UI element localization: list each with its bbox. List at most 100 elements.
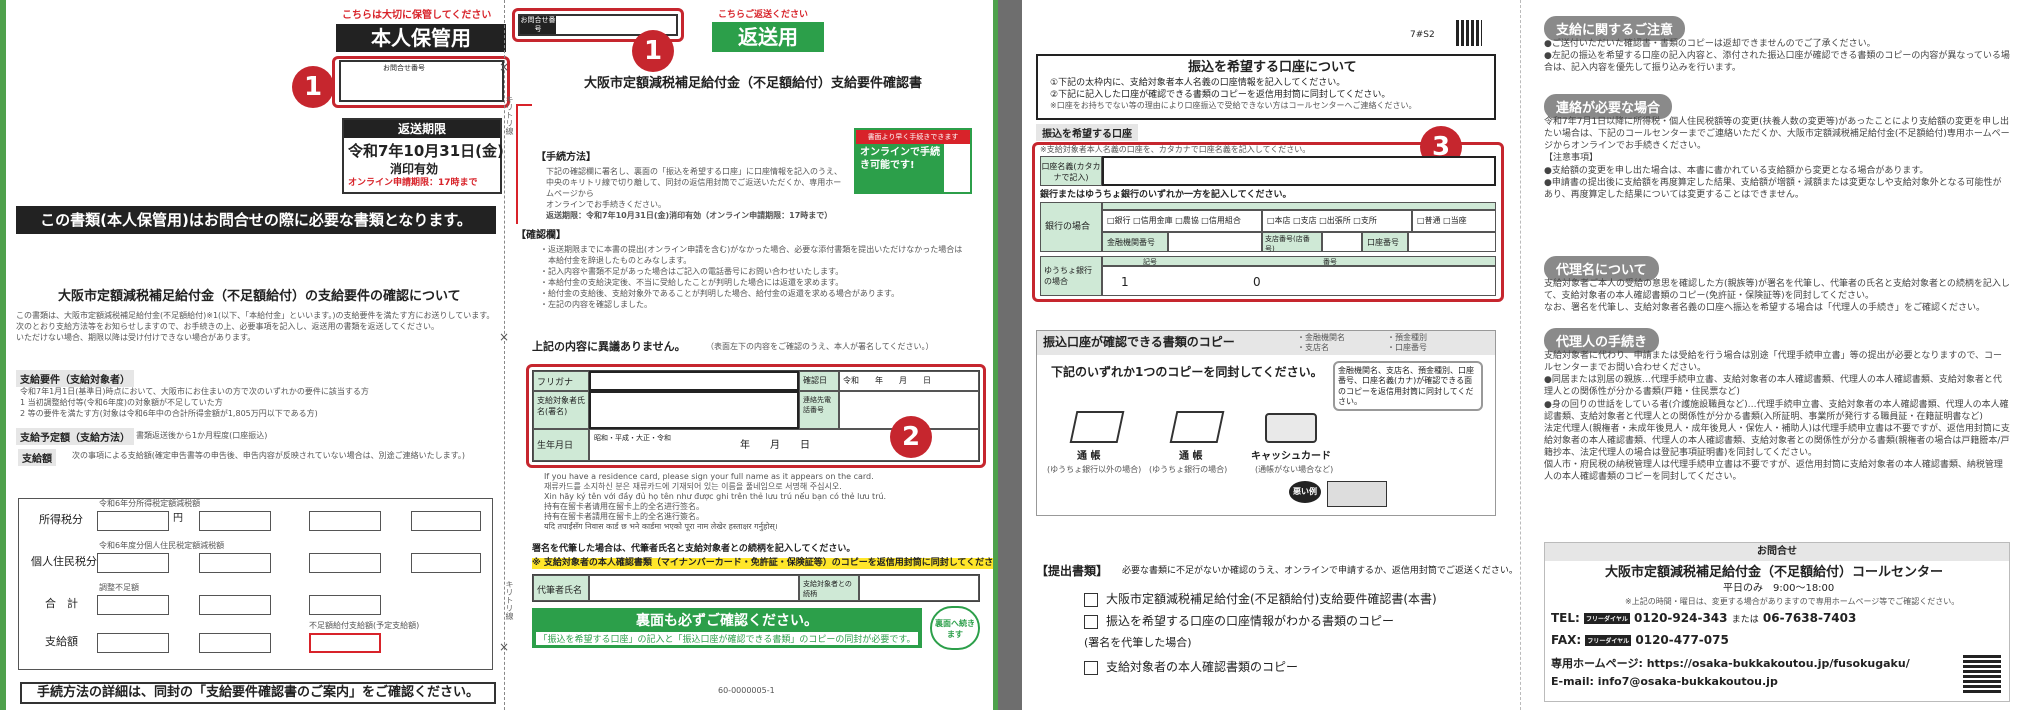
branch-code-input[interactable] [1322,232,1362,252]
bad-example-image [1327,481,1387,507]
calc-row-note-3: 調整不足額 [99,583,139,592]
account-note: ※支給対象者本人名義の口座を、カタカナで口座名義を記入してください。 [1040,145,1311,154]
tel-value-2[interactable]: 06-7638-7403 [1762,611,1857,625]
deposit-types[interactable]: □普通 □当座 [1412,210,1496,232]
inquiry-box-2: お問合せ番号 [518,14,678,36]
tel-or: または [1731,615,1759,625]
proxy-relation-label: 支給対象者との続柄 [799,575,859,601]
side-1-line-1: ●ご送付いただいた確認書・書類のコピーは返却できませんのでご了承ください。 [1544,39,1876,49]
side-4-line-5: 個人市・府民税の納税管理人は代理手続申立書は不要ですが、返信用封筒に支給対象者の… [1544,460,2003,483]
payment-text: 次の事項による支給額(確定申告書等の申告後、申告内容が反映されていない場合は、別… [72,451,465,460]
calc-cell [411,553,481,573]
passbook-icon [1069,411,1125,443]
contact-qr-icon[interactable] [1963,655,2001,693]
date-input[interactable]: 令和 年 月 日 [839,371,979,391]
bank-types[interactable]: □銀行 □信用金庫 □農協 □信用組合 [1102,210,1262,232]
red-bracket [516,104,532,224]
contact-box: お問合せ 大阪市定額減税補足給付金（不足額給付）コールセンター 平日のみ 9:0… [1544,542,2010,702]
side-2-line-4: ●申請書の提出後に支給額を再度算定した結果、支給額が増額・減額または変更なしや支… [1544,177,2002,200]
method-line-2: 中央のキリトリ線で切り離して、同封の返信用封筒でご返送いただくか、専用ホームペー… [546,178,842,198]
branch-code-label: 支店番号(店番号) [1262,232,1322,253]
fax-label: FAX: [1551,633,1582,647]
proxy-name-input[interactable] [589,575,799,601]
cut-label: キリトリ線 [505,580,514,620]
name-input[interactable] [589,391,799,429]
checkbox-icon[interactable] [1084,592,1098,607]
left-page: こちらは大切に保管してください 本人保管用 お問合せ番号 1 返送期限 令和7年… [0,0,998,710]
confirm-line-6: ・左記の内容を確認しました。 [540,300,652,309]
account-line-2: ②下記に記入した口座が確認できる書類のコピーを返信用封筒に同封してください。 [1050,89,1391,100]
copy-section: 振込口座が確認できる書類のコピー ・金融機関名 ・支店名 ・預金種別 ・口座番号… [1036,330,1496,516]
submit-item-3[interactable]: 支給対象者の本人確認書類のコピー [1084,658,1298,675]
method-text: 下記の確認欄に署名し、裏面の「振込を希望する口座」に口座情報を記入のうえ、 中央… [546,166,846,221]
calc-cell [309,595,381,615]
inquiry-number-label: お問合せ番号 [383,64,425,72]
fax-value[interactable]: 0120-477-075 [1635,633,1729,647]
marker-2-highlight [526,364,986,468]
cut-mark: × [498,640,510,654]
calc-cell [97,595,169,615]
calc-row-label-2: 個人住民税分 [31,555,97,568]
side-body-4: 支給対象者に代わり、申請または受給を行う場合は別途「代理手続申立書」等の提出が必… [1544,350,2010,484]
calc-row-note-4: 不足額給付支給額(予定支給額) [309,621,420,630]
copy-item-3: ・預金種別 [1387,333,1427,342]
account-title: 振込を希望する口座について [1188,60,1357,75]
copy-header [1037,331,1495,355]
web-row: 専用ホームページ: https://osaka-bukkakoutou.jp/f… [1551,655,1910,671]
calc-cell [97,633,169,653]
submit-item-1-label: 大阪市定額減税補足給付金(不足額給付)支給要件確認書(本書) [1106,592,1437,606]
furigana-input[interactable] [589,371,799,391]
cash-card-icon [1265,413,1317,443]
yucho-input[interactable]: 1 0 [1102,266,1496,296]
account-lines: ①下記の太枠内に、支給対象者本人名義の口座情報を記入してください。 ②下記に記入… [1050,78,1417,112]
branch-types[interactable]: □本店 □支店 □出張所 □支所 [1262,210,1412,232]
intro-line-1: この書類は、大阪市定額減税補足給付金(不足額給付)※1(以下、「本給付金」といい… [16,311,495,320]
account-line-3: ※口座をお持ちでない等の理由により口座振込で受給できない方はコールセンターへご連… [1050,101,1417,111]
marker-1a: 1 [292,66,334,108]
multilingual-notes: If you have a residence card, please sig… [544,472,974,532]
proxy-line: 署名を代筆した場合は、代筆者氏名と支給対象者との続柄を記入してください。 [532,544,856,554]
calc-row-note-1: 令和6年分所得税定額減税額 [99,499,201,508]
cut-mark: × [498,330,510,344]
holder-input[interactable] [1102,156,1496,186]
submit-head: 【提出書類】 [1036,564,1109,578]
mail-value[interactable]: info7@osaka-bukkakoutou.jp [1597,675,1778,688]
yucho-header: 記号 番号 [1102,256,1496,266]
account-section: 振込を希望する口座 [1036,124,1138,141]
contact-hours: 平日のみ 9:00〜18:00 [1723,583,1835,594]
calc-row-note-2: 令和6年度分個人住民税定額減税額 [99,541,225,550]
agree-note: （表面左下の内容をご確認のうえ、本人が署名してください。） [706,342,934,351]
calc-cell [309,553,381,573]
qr-code-icon [1456,20,1482,46]
side-4-line-1: 支給対象者に代わり、申請または受給を行う場合は別途「代理手続申立書」等の提出が必… [1544,351,2003,374]
submit-item-2-label: 振込を希望する口座の口座情報がわかる書類のコピー [1106,614,1395,628]
submit-item-2[interactable]: 振込を希望する口座の口座情報がわかる書類のコピー [1084,612,1394,629]
bank-code-input[interactable] [1168,232,1262,252]
calc-cell [411,511,481,531]
tel-label: TEL: [1551,611,1580,625]
confirm-line-2: 本給付金を辞退したものとみなします。 [540,256,692,265]
copy-item-2: ・支店名 [1297,343,1329,352]
side-2-line-3: ●支給額の変更を申し出た場合は、本書に書かれている支給額から変更となる場合があり… [1544,165,1929,176]
tel-value[interactable]: 0120-924-343 [1634,611,1728,625]
submit-item-1[interactable]: 大阪市定額減税補足給付金(不足額給付)支給要件確認書(本書) [1084,590,1437,607]
tel-label: 連絡先電話番号 [799,391,839,429]
bank-code-label: 金融機関番号 [1102,232,1168,252]
date-label: 確認日 [799,371,839,391]
web-value[interactable]: https://osaka-bukkakoutou.jp/fusokugaku/ [1646,657,1910,670]
contact-title: 大阪市定額減税補足給付金（不足額給付）コールセンター [1605,565,1944,580]
name-label: 支給対象者氏名(署名) [533,391,589,429]
online-callout[interactable]: 書面より早く手続きできます オンラインで手続き可能です! [854,128,972,194]
account-number-input[interactable] [1408,232,1496,252]
page-code: 7#S2 [1410,30,1435,40]
bank-header [1102,202,1496,210]
proxy-relation-input[interactable] [859,575,979,601]
calc-row-label-1: 所得税分 [39,513,83,526]
account-info-box: 振込を希望する口座について ①下記の太枠内に、支給対象者本人名義の口座情報を記入… [1036,54,1496,120]
checkbox-icon[interactable] [1084,614,1098,629]
method-line-4: 返送期限：令和7年10月31日(金)消印有効（オンライン申請期限：17時まで） [546,211,833,220]
cut-mark: × [498,60,510,74]
calc-grid: 所得税分 令和6年分所得税定額減税額 円 個人住民税分 令和6年度分個人住民税定… [18,498,493,670]
back-banner-title: 裏面も必ずご確認ください。 [636,613,818,629]
checkbox-icon[interactable] [1084,660,1098,675]
